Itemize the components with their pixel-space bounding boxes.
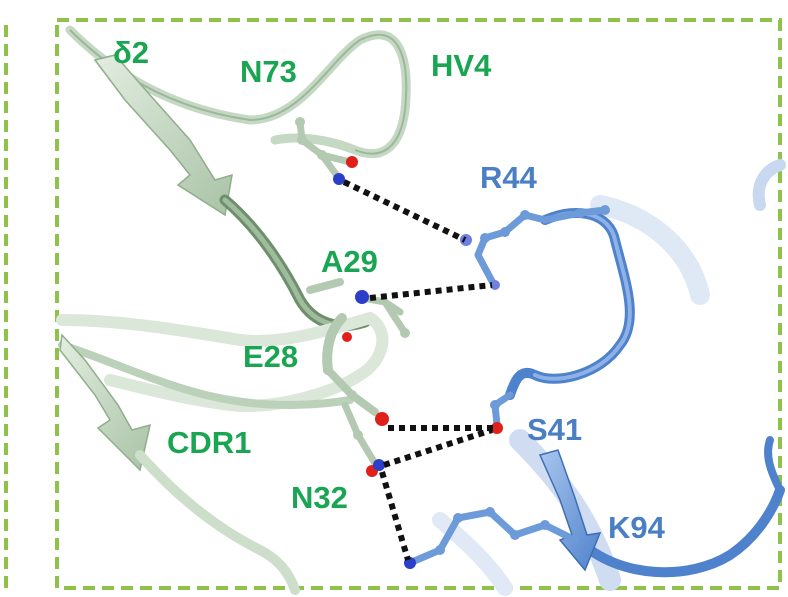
green-ribbon-cdr1 [56, 311, 389, 412]
label-a29: A29 [321, 244, 378, 279]
label-hv4: HV4 [431, 48, 492, 83]
hbond-n32-s41 [383, 427, 493, 468]
s41-side-chain [490, 391, 514, 434]
n73-nitrogen-atom [333, 173, 345, 185]
hbond-n73-r44 [342, 179, 467, 243]
label-cdr1: CDR1 [167, 425, 252, 460]
green-ribbon-lower-tail [135, 450, 300, 595]
green-ribbon-cdr1-front [58, 341, 354, 409]
label-n73: N73 [240, 54, 297, 89]
r44-side-chain [460, 205, 610, 290]
hbond-a29-r44 [369, 282, 493, 301]
s41-oxygen-atom [491, 422, 503, 434]
green-beta-strand-lower [59, 333, 152, 472]
hbond-n32-k94 [379, 471, 411, 561]
green-beta-strand-upper [93, 54, 233, 217]
k94-side-chain [404, 507, 579, 569]
label-delta2-chain: δ2 [113, 35, 150, 70]
label-r44: R44 [480, 160, 537, 195]
n32-side-chain [341, 401, 385, 477]
blue-ribbon-faint-mid [590, 195, 710, 305]
blue-ribbon-faint-bottom [432, 512, 513, 596]
label-k94: K94 [608, 510, 665, 545]
green-ribbon-hv4-loop-edge [69, 29, 408, 155]
hydrogen-bonds [342, 179, 494, 561]
label-n32: N32 [291, 480, 348, 515]
blue-beta-strand-k94 [538, 449, 602, 572]
panel-frame [55, 18, 782, 590]
label-e28: E28 [243, 339, 299, 374]
n73-oxygen-atom [346, 156, 358, 168]
n32-nitrogen-atom [373, 459, 385, 471]
label-s41: S41 [527, 412, 583, 447]
r44-nitrogen-atom-1 [460, 234, 472, 246]
blue-ribbon-k94 [573, 485, 785, 578]
r44-nitrogen-atom-2 [490, 280, 500, 290]
blue-ribbon-faint-top [752, 159, 786, 211]
blue-ribbon-right-edge [764, 436, 784, 494]
blue-ribbon-r44-s41-highlight [533, 210, 632, 381]
e28-oxygen-atom [375, 412, 389, 426]
n73-side-chain [295, 117, 358, 185]
a29-nitrogen-atom [355, 290, 369, 304]
